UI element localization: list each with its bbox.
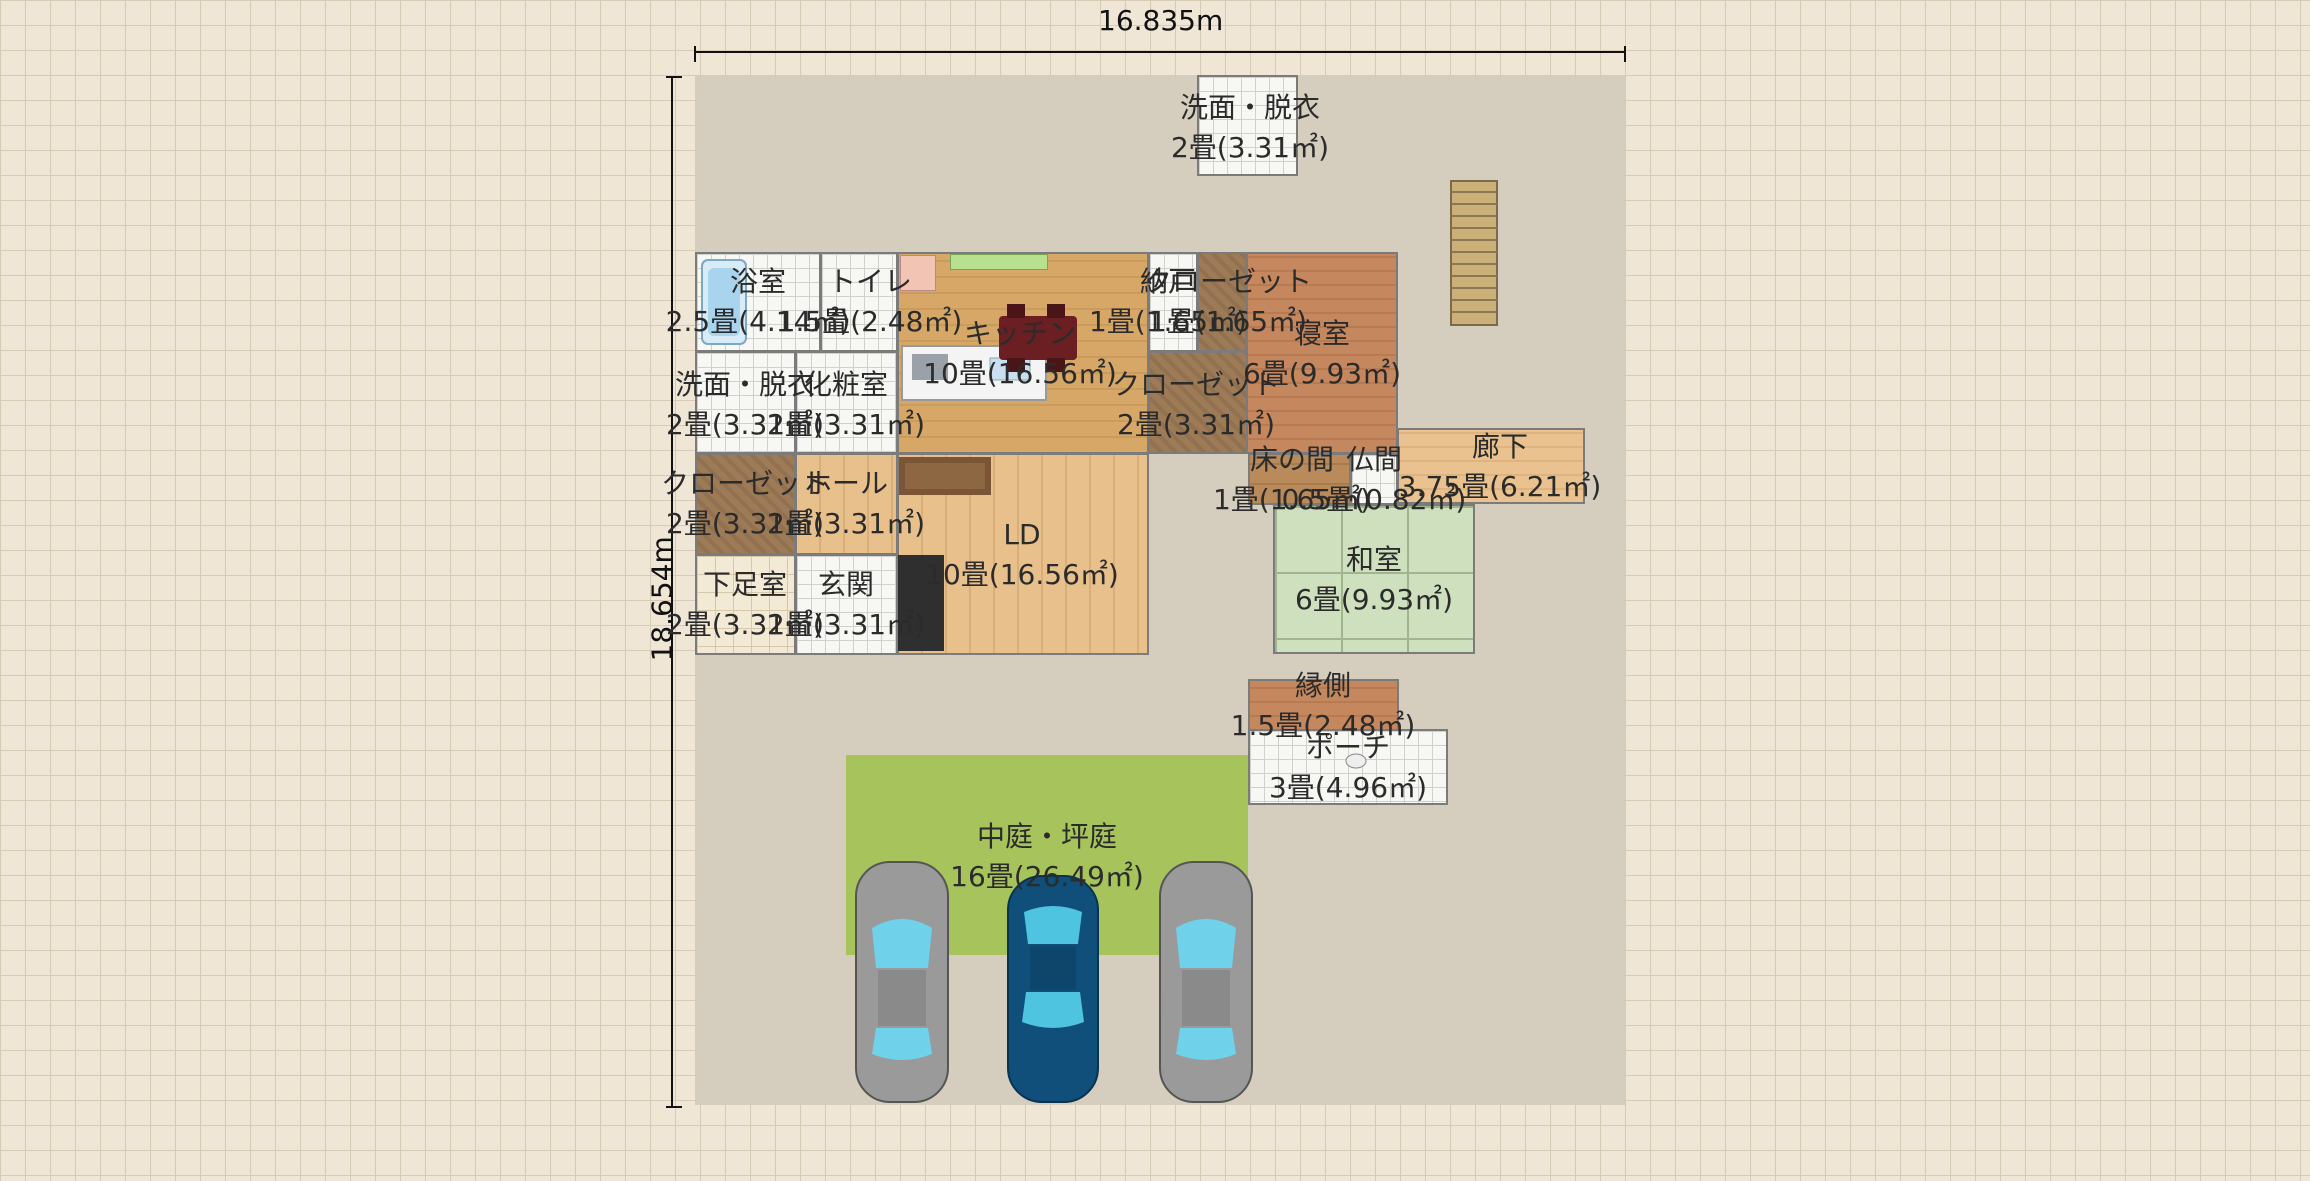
width-dimension-line	[694, 46, 1626, 62]
room-butsuma[interactable]	[1350, 453, 1398, 505]
car-center-icon	[1007, 875, 1099, 1103]
sofa-icon	[899, 457, 991, 495]
dining-table-icon	[999, 304, 1077, 372]
car-right-icon	[1159, 861, 1253, 1103]
room-wash-upper[interactable]	[1197, 75, 1298, 176]
room-closet-left[interactable]	[695, 453, 796, 555]
room-hallway[interactable]	[1397, 428, 1585, 504]
refrigerator-icon	[900, 255, 936, 291]
room-tokonoma[interactable]	[1248, 453, 1351, 505]
room-shoe[interactable]	[695, 554, 796, 655]
room-closet-mid[interactable]	[1148, 351, 1248, 454]
height-dimension-line	[666, 76, 682, 1108]
kitchen-shelf-icon	[950, 254, 1048, 270]
width-dimension-label: 16.835m	[1098, 4, 1224, 37]
tv-stand-icon	[898, 555, 944, 651]
staircase-icon[interactable]	[1450, 180, 1498, 326]
room-powder[interactable]	[795, 351, 898, 454]
car-left-icon	[855, 861, 949, 1103]
room-storage[interactable]	[1148, 252, 1198, 352]
room-bedroom[interactable]	[1246, 252, 1398, 454]
room-closet-top[interactable]	[1197, 252, 1247, 352]
room-wash-lower[interactable]	[695, 351, 796, 454]
room-toilet[interactable]	[820, 252, 898, 352]
height-dimension-label: 18.654m	[645, 536, 679, 662]
porch-basin-icon	[1345, 753, 1367, 769]
room-hall[interactable]	[795, 453, 898, 555]
room-engawa[interactable]	[1248, 679, 1399, 731]
room-porch[interactable]	[1248, 729, 1448, 805]
room-washitsu[interactable]	[1273, 504, 1475, 654]
room-entrance[interactable]	[795, 554, 898, 655]
bathtub-icon	[701, 259, 747, 345]
